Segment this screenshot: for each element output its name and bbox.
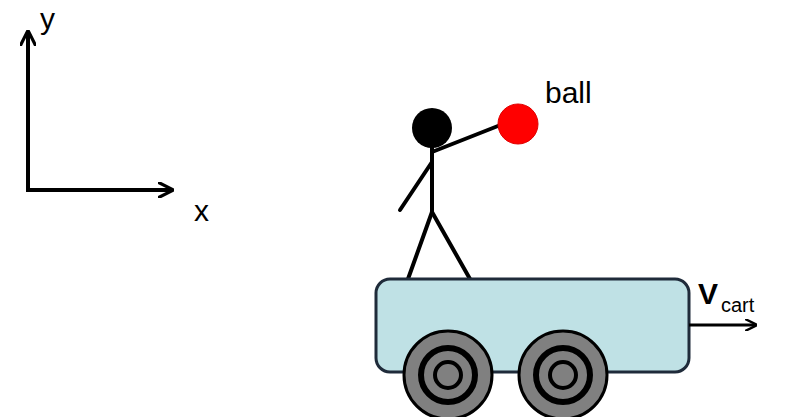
subscript: cart: [721, 295, 754, 315]
wheel: [404, 331, 492, 417]
axis-label: y: [40, 4, 55, 34]
vector-symbol: V: [698, 279, 718, 309]
wheel: [519, 331, 607, 417]
object-label: ball: [545, 78, 592, 108]
y-axis: [26, 32, 30, 190]
x-axis: [26, 188, 172, 192]
stick-figure: [400, 124, 503, 279]
head: [412, 108, 452, 148]
ball-circle: [498, 104, 538, 144]
axis-label: x: [194, 196, 209, 226]
velocity-arrow: [689, 324, 756, 327]
